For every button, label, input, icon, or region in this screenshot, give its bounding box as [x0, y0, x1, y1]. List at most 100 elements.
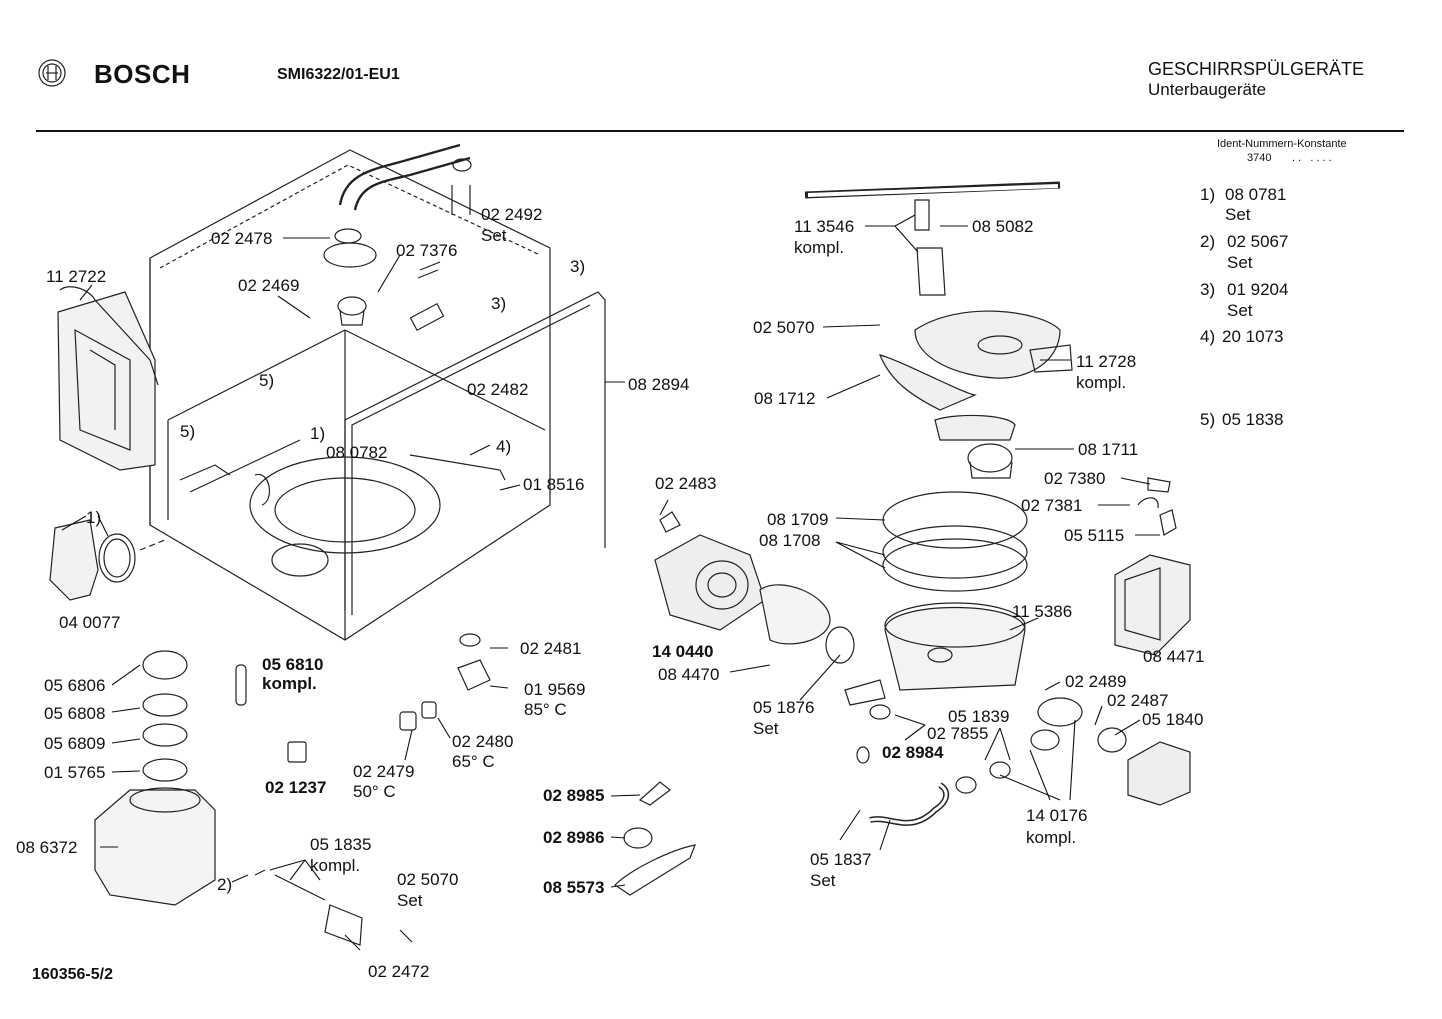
part-label-084470: 08 4470	[658, 665, 720, 684]
part-label-028984: 02 8984	[882, 743, 944, 762]
legend-key: 2)	[1200, 232, 1216, 251]
ref-marker-5: 5)	[180, 422, 196, 441]
part-label-112728: 11 2728	[1076, 352, 1137, 371]
frame-rail-drawing	[345, 292, 605, 615]
header-divider	[36, 130, 1404, 132]
ref-marker-3: 3)	[570, 257, 586, 276]
appliance-subcategory: Unterbaugeräte	[1148, 80, 1267, 99]
salt-container-drawing	[95, 651, 215, 905]
part-label-115386: 11 5386	[1012, 602, 1073, 621]
part-label-056810: 05 6810	[262, 655, 324, 674]
ref-marker-2: 2)	[217, 875, 233, 894]
part-label-027381: 02 7381	[1021, 496, 1083, 515]
part-label-022472: 02 2472	[368, 962, 430, 981]
part-label-080782: 08 0782	[326, 443, 388, 462]
float-switch-drawing	[615, 782, 695, 895]
sump-rings-drawing	[883, 492, 1027, 690]
small-parts-left-drawing	[236, 634, 490, 945]
legend-part: 01 9204	[1227, 280, 1289, 299]
part-label-081712: 08 1712	[754, 389, 816, 408]
appliance-category: GESCHIRRSPÜLGERÄTE	[1148, 59, 1365, 79]
heater-housing-drawing	[1115, 478, 1190, 655]
part-label-022480: 02 2480	[452, 732, 514, 751]
part-label-051876: 05 1876	[753, 698, 815, 717]
part-label-056810-kompl: kompl.	[262, 674, 317, 693]
part-label-022492: 02 2492	[481, 205, 543, 224]
part-label-022492-set: Set	[481, 226, 507, 245]
part-label-022487: 02 2487	[1107, 691, 1169, 710]
part-label-112722: 11 2722	[46, 267, 107, 286]
ref-marker-1: 1)	[86, 508, 102, 527]
part-label-140176: 14 0176	[1026, 806, 1088, 825]
part-label-025070-lower-set: Set	[397, 891, 423, 910]
legend-key: 3)	[1200, 280, 1216, 299]
temperature-50: 50° C	[353, 782, 396, 801]
legend-note: Set	[1225, 205, 1251, 224]
ref-marker-5: 5)	[259, 371, 275, 390]
water-pocket-drawing	[58, 287, 158, 470]
part-label-056806: 05 6806	[44, 676, 106, 695]
part-label-027376: 02 7376	[396, 241, 458, 260]
part-label-081708: 08 1708	[759, 531, 821, 550]
ident-dots: . . . . . .	[1292, 152, 1332, 164]
temperature-85: 85° C	[524, 700, 567, 719]
fill-hose-drawing	[324, 145, 471, 325]
part-label-019569: 01 9569	[524, 680, 586, 699]
part-label-025070-upper: 02 5070	[753, 318, 815, 337]
legend-part: 05 1838	[1222, 410, 1284, 429]
part-label-051835-kompl: kompl.	[310, 856, 361, 875]
legend-part: 08 0781	[1225, 185, 1287, 204]
part-label-028985: 02 8985	[543, 786, 605, 805]
legend-key: 5)	[1200, 410, 1216, 429]
part-label-082894: 08 2894	[628, 375, 690, 394]
part-label-081711: 08 1711	[1078, 440, 1139, 459]
part-label-051837-set: Set	[810, 871, 836, 890]
part-label-112728-kompl: kompl.	[1076, 373, 1127, 392]
part-label-021237: 02 1237	[265, 778, 327, 797]
part-label-051835: 05 1835	[310, 835, 372, 854]
part-label-086372: 08 6372	[16, 838, 78, 857]
legend-note: Set	[1227, 253, 1253, 272]
legend-part: 02 5067	[1227, 232, 1289, 251]
ident-caption: Ident-Nummern-Konstante	[1217, 138, 1347, 150]
document-number: 160356-5/2	[32, 966, 113, 983]
legend-key: 4)	[1200, 327, 1216, 346]
part-label-056809: 05 6809	[44, 734, 106, 753]
temperature-65: 65° C	[452, 752, 495, 771]
part-label-040077: 04 0077	[59, 613, 121, 632]
part-label-022469: 02 2469	[238, 276, 300, 295]
part-label-140440: 14 0440	[652, 642, 714, 661]
part-label-055115: 05 5115	[1064, 526, 1125, 545]
model-number: SMI6322/01-EU1	[277, 66, 400, 83]
drain-pump-drawing	[845, 680, 1190, 823]
part-label-084471: 08 4471	[1143, 647, 1205, 666]
part-label-085573: 08 5573	[543, 878, 605, 897]
part-label-022482: 02 2482	[467, 380, 529, 399]
brand-name: BOSCH	[94, 59, 191, 89]
ref-marker-4: 4)	[496, 437, 512, 456]
ref-marker-1: 1)	[310, 424, 326, 443]
motor-drawing	[655, 512, 854, 663]
leader-lines	[62, 215, 1160, 950]
bosch-logo-icon	[39, 60, 65, 86]
part-label-051876-set: Set	[753, 719, 779, 738]
part-label-022483: 02 2483	[655, 474, 717, 493]
legend-part: 20 1073	[1222, 327, 1284, 346]
part-label-113546-kompl: kompl.	[794, 238, 845, 257]
part-label-051839: 05 1839	[948, 707, 1010, 726]
ident-value: 3740	[1247, 152, 1272, 164]
part-label-022479: 02 2479	[353, 762, 415, 781]
cover-with-seal-drawing	[50, 520, 165, 600]
part-label-025070-lower: 02 5070	[397, 870, 459, 889]
part-label-113546: 11 3546	[794, 217, 855, 236]
part-label-015765: 01 5765	[44, 763, 106, 782]
part-label-022478: 02 2478	[211, 229, 273, 248]
filter-assembly-drawing	[880, 311, 1072, 478]
part-label-022481: 02 2481	[520, 639, 582, 658]
part-label-051840: 05 1840	[1142, 710, 1204, 729]
legend-key: 1)	[1200, 185, 1216, 204]
part-label-085082: 08 5082	[972, 217, 1034, 236]
part-label-056808: 05 6808	[44, 704, 106, 723]
